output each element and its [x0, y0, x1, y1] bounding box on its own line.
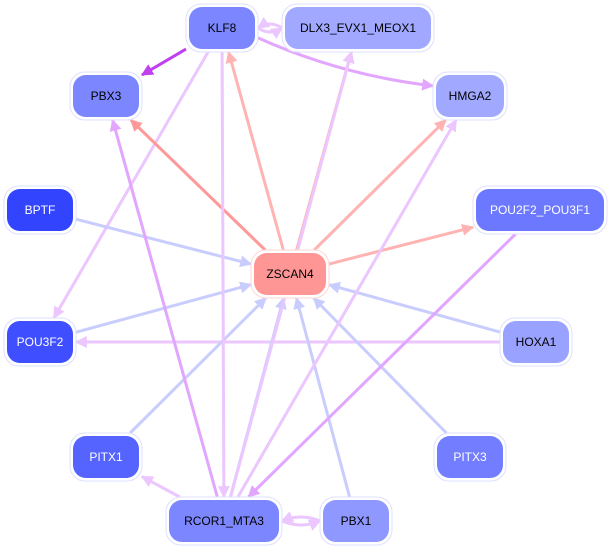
node-rcor1-mta3[interactable]: RCOR1_MTA3: [165, 496, 283, 546]
edge-klf8-to-rcor1_mta3: [217, 51, 230, 499]
edge-rcor1_mta3-to-hmga2: [236, 118, 458, 498]
node-hmga2[interactable]: HMGA2: [432, 71, 508, 121]
node-box[interactable]: [7, 321, 73, 363]
node-box[interactable]: [73, 75, 139, 117]
node-bptf[interactable]: BPTF: [3, 185, 77, 235]
node-label: PITX3: [453, 450, 487, 464]
node-label: POU2F2_POU3F1: [490, 203, 590, 217]
node-box[interactable]: [7, 189, 73, 231]
node-label: ZSCAN4: [266, 267, 314, 281]
edge-pbx1-to-rcor1_mta3: [280, 511, 321, 523]
node-label: PBX3: [91, 89, 122, 103]
node-label: KLF8: [208, 21, 237, 35]
edge-zscan4-to-klf8: [225, 50, 285, 251]
edge-zscan4-to-pbx3: [129, 118, 267, 252]
node-box[interactable]: [436, 75, 504, 117]
node-box[interactable]: [476, 189, 604, 231]
node-hoxa1[interactable]: HOXA1: [499, 317, 573, 367]
node-box[interactable]: [73, 436, 139, 478]
node-pbx3[interactable]: PBX3: [69, 71, 143, 121]
node-label: PBX1: [341, 514, 372, 528]
edge-dlx3_evx1_meox1-to-klf8: [257, 17, 283, 30]
node-pitx1[interactable]: PITX1: [69, 432, 143, 482]
node-pbx1[interactable]: PBX1: [319, 496, 393, 546]
node-label: HMGA2: [449, 89, 492, 103]
node-label: RCOR1_MTA3: [184, 514, 264, 528]
edge-layer: [52, 17, 517, 531]
node-box[interactable]: [169, 500, 279, 542]
edge-pbx1-to-zscan4: [293, 296, 352, 498]
edge-zscan4-to-hmga2: [313, 118, 447, 252]
node-zscan4[interactable]: ZSCAN4: [250, 249, 330, 299]
node-box[interactable]: [437, 436, 503, 478]
node-box[interactable]: [254, 253, 326, 295]
node-box[interactable]: [189, 7, 255, 49]
edge-klf8-to-pbx3: [140, 47, 187, 77]
node-klf8[interactable]: KLF8: [185, 3, 259, 53]
edge-rcor1_mta3-to-pbx3: [109, 118, 219, 498]
edge-rcor1_mta3-to-pitx1: [140, 475, 181, 499]
node-pitx3[interactable]: PITX3: [433, 432, 507, 482]
edge-bptf-to-zscan4: [75, 217, 253, 268]
edge-klf8-to-dlx3_evx1_meox1: [257, 26, 283, 39]
edge-hoxa1-to-zscan4: [327, 281, 501, 334]
node-dlx3-evx1-meox1[interactable]: DLX3_EVX1_MEOX1: [281, 3, 435, 53]
node-pou3f2[interactable]: POU3F2: [3, 317, 77, 367]
edge-pou2f2_pou3f1-to-rcor1_mta3: [247, 232, 517, 499]
node-label: PITX1: [89, 450, 123, 464]
edge-rcor1_mta3-to-pbx1: [281, 519, 322, 531]
node-box[interactable]: [285, 7, 431, 49]
edge-zscan4-to-pou2f2_pou3f1: [328, 224, 475, 266]
edge-pitx1-to-zscan4: [129, 296, 267, 435]
node-label: DLX3_EVX1_MEOX1: [300, 21, 416, 35]
node-pou2f2-pou3f1[interactable]: POU2F2_POU3F1: [472, 185, 608, 235]
node-label: BPTF: [25, 203, 56, 217]
node-label: HOXA1: [516, 335, 557, 349]
node-label: POU3F2: [17, 335, 64, 349]
edge-klf8-to-hmga2: [257, 36, 435, 91]
node-box[interactable]: [323, 500, 389, 542]
node-box[interactable]: [503, 321, 569, 363]
